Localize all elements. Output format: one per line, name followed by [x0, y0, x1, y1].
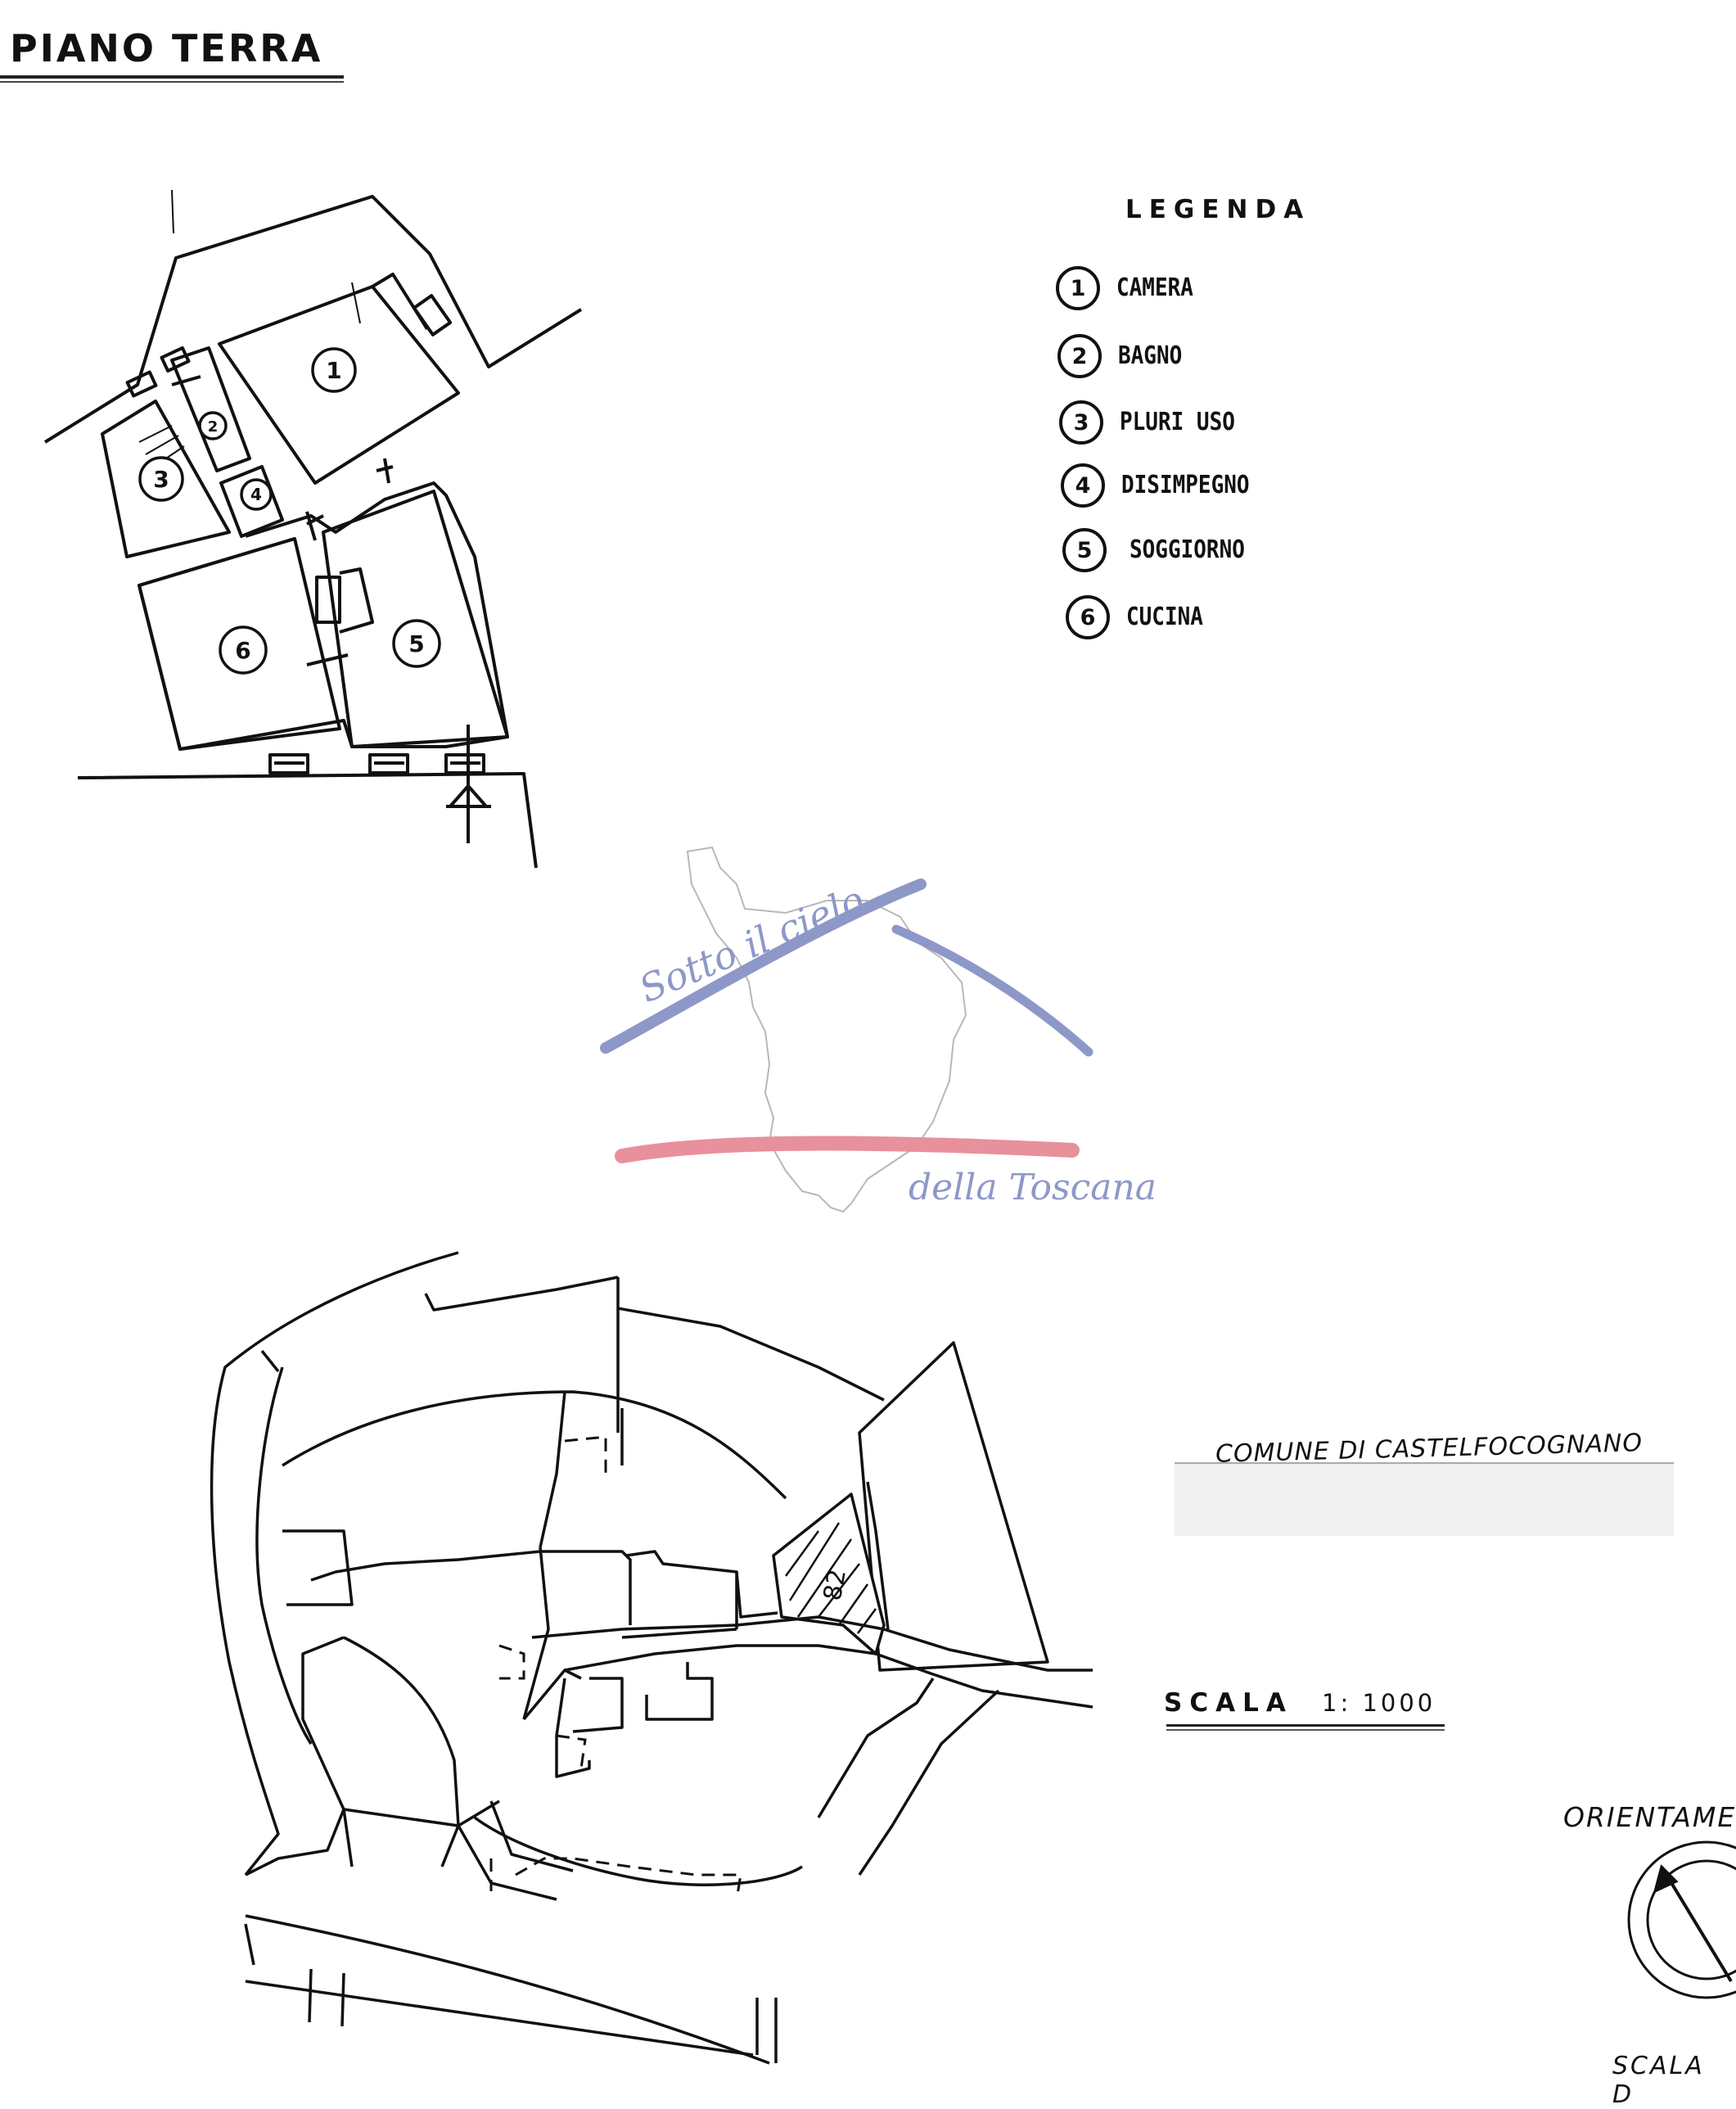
parcel-number: 82 [818, 1567, 852, 1603]
legend-number: 5 [1062, 528, 1107, 572]
room-1-outline [218, 285, 460, 485]
legend-number: 6 [1066, 595, 1110, 639]
watermark-underline [615, 1136, 1080, 1163]
legend-label: CUCINA [1126, 603, 1203, 632]
room-label-1: 1 [326, 357, 341, 384]
legend-item-cucina: 6 CUCINA [1066, 595, 1203, 639]
watermark-logo: Sotto il cielo della Toscana [600, 846, 1157, 1213]
site-map: 82 [210, 1251, 1093, 2065]
plan-wall-lower [138, 481, 509, 751]
room-5-outline [322, 490, 509, 748]
legend-item-soggiorno: 5 SOGGIORNO [1062, 528, 1245, 572]
legend-label: DISIMPEGNO [1121, 471, 1250, 500]
tuscany-outline-icon [686, 846, 967, 1213]
legend-title: LEGENDA [1125, 195, 1311, 224]
legend-number: 4 [1061, 463, 1105, 508]
scale-value: 1: 1000 [1322, 1689, 1436, 1717]
watermark-roof-left [600, 878, 927, 1054]
room-label-6: 6 [235, 637, 250, 664]
street-line [77, 772, 538, 869]
watermark-text-2: della Toscana [909, 1167, 1157, 1208]
legend-item-disimpegno: 4 DISIMPEGNO [1061, 463, 1250, 508]
map-outer-ring [210, 1251, 459, 1876]
watermark-roof-right [891, 924, 1093, 1057]
scale-d-label: SCALA D [1612, 2052, 1705, 2109]
room-4-outline [219, 465, 284, 538]
legend-number: 3 [1059, 400, 1103, 445]
scale-label: SCALA [1164, 1688, 1293, 1718]
scale-underline [1166, 1724, 1445, 1727]
legend-label: SOGGIORNO [1130, 535, 1245, 565]
legend-item-bagno: 2 BAGNO [1057, 334, 1182, 378]
room-label-3: 3 [153, 466, 169, 493]
map-street-upper [531, 1615, 1093, 1672]
legend-label: CAMERA [1116, 273, 1193, 303]
room-label-2: 2 [208, 418, 219, 436]
legend-number: 2 [1057, 334, 1102, 378]
title-underline [0, 75, 344, 79]
redacted-area-border [1175, 1462, 1674, 1464]
legend-item-pluri-uso: 3 PLURI USO [1059, 400, 1235, 445]
legend-item-camera: 1 CAMERA [1056, 266, 1193, 310]
room-6-outline [138, 537, 341, 751]
page-title: PIANO TERRA [10, 26, 323, 70]
room-label-5: 5 [408, 630, 424, 657]
legend-label: PLURI USO [1120, 408, 1235, 437]
watermark-text-1: Sotto il cielo [633, 877, 870, 1011]
floor-plan: 1 2 3 4 5 6 [43, 189, 583, 869]
compass-icon [1627, 1840, 1736, 1999]
room-3-outline [101, 400, 231, 558]
legend-label: BAGNO [1118, 341, 1183, 371]
orientation-label: ORIENTAME [1563, 1801, 1736, 1833]
room-label-4: 4 [250, 485, 262, 504]
plan-wall-outer [43, 195, 583, 444]
redacted-area [1175, 1462, 1674, 1536]
legend-number: 1 [1056, 266, 1100, 310]
scale-underline-2 [1166, 1729, 1445, 1731]
title-underline-2 [0, 81, 344, 83]
